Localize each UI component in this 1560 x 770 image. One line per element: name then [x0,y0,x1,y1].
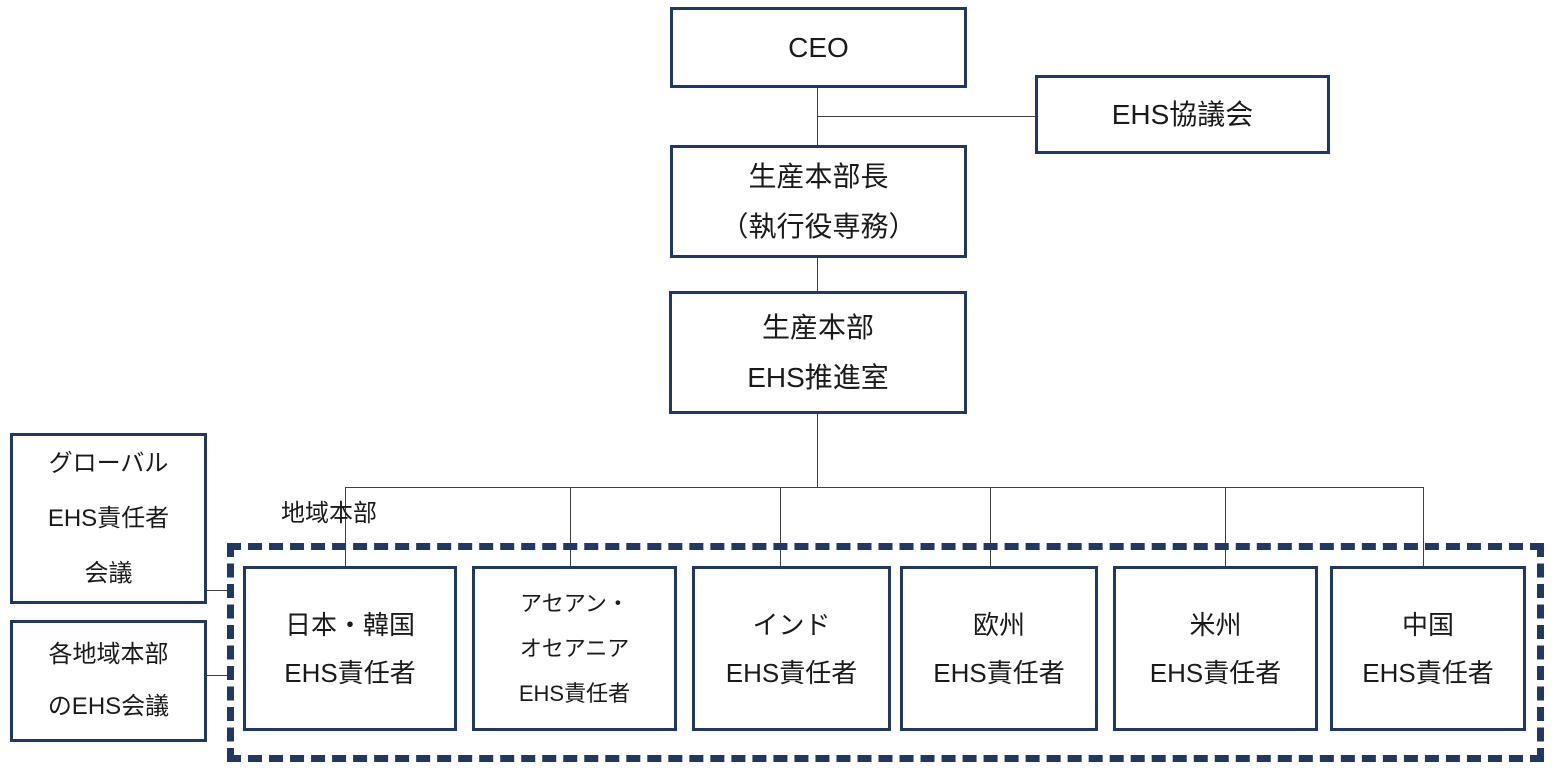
connector-drop-europe-line [990,487,991,566]
production-director-box: 生産本部長 （執行役専務） [670,145,967,258]
region-asean-oceania-line2: オセアニア [519,636,630,661]
region-europe-line2: EHS責任者 [933,657,1065,688]
region-americas-line2: EHS責任者 [1149,657,1282,688]
region-box-americas: 米州 EHS責任者 [1113,566,1318,731]
region-japan-korea-line2: EHS責任者 [284,657,416,688]
connector-regional-meeting-line [207,675,228,676]
region-americas-line1: 米州 [1189,609,1242,640]
region-box-japan-korea: 日本・韓国 EHS責任者 [243,566,457,731]
connector-drop-japan-korea-line [345,487,346,566]
production-director-title: 生産本部長 [748,160,889,192]
connector-office-to-bus-line [817,414,818,487]
ehs-council-box: EHS協議会 [1035,75,1330,154]
connector-to-council-line [818,116,1035,117]
region-india-line1: インド [752,609,831,640]
regional-hq-ehs-meeting-box: 各地域本部 のEHS会議 [10,620,207,742]
connector-global-meeting-line [207,590,228,591]
connector-drop-americas-line [1225,487,1226,566]
ehs-promotion-office-box: 生産本部 EHS推進室 [669,291,967,414]
region-china-line1: 中国 [1401,609,1454,640]
region-india-line2: EHS責任者 [725,657,858,688]
region-china-line2: EHS責任者 [1362,657,1494,688]
region-japan-korea-line1: 日本・韓国 [284,609,415,640]
region-box-asean-oceania: アセアン・ オセアニア EHS責任者 [472,566,677,731]
connector-bus-line [345,487,1423,488]
regional-hq-group-label: 地域本部 [281,500,377,527]
global-ehs-meeting-line1: グローバル [48,450,169,477]
ehs-council-label: EHS協議会 [1111,98,1254,130]
region-box-china: 中国 EHS責任者 [1330,566,1526,731]
connector-director-to-office-line [817,258,818,291]
connector-drop-china-line [1423,487,1424,566]
ceo-label: CEO [788,31,849,63]
global-ehs-meeting-box: グローバル EHS責任者 会議 [10,433,207,604]
region-asean-oceania-line3: EHS責任者 [518,681,631,706]
region-box-india: インド EHS責任者 [692,566,891,731]
connector-drop-asean-oceania-line [570,487,571,566]
regional-hq-dashed-frame [227,543,1544,762]
regional-hq-ehs-meeting-line2: のEHS会議 [47,693,170,720]
region-europe-line1: 欧州 [972,609,1025,640]
region-asean-oceania-line1: アセアン・ [520,591,629,616]
connector-drop-india-line [780,487,781,566]
global-ehs-meeting-line2: EHS責任者 [47,505,170,532]
connector-ceo-to-director-line [817,88,818,145]
global-ehs-meeting-line3: 会議 [84,560,133,587]
production-director-subtitle: （執行役専務） [720,210,917,242]
region-box-europe: 欧州 EHS責任者 [900,566,1098,731]
ceo-box: CEO [670,7,967,88]
ehs-promotion-office-line1: 生産本部 [761,311,874,343]
ehs-promotion-office-line2: EHS推進室 [747,361,889,393]
regional-hq-ehs-meeting-line1: 各地域本部 [48,641,169,668]
